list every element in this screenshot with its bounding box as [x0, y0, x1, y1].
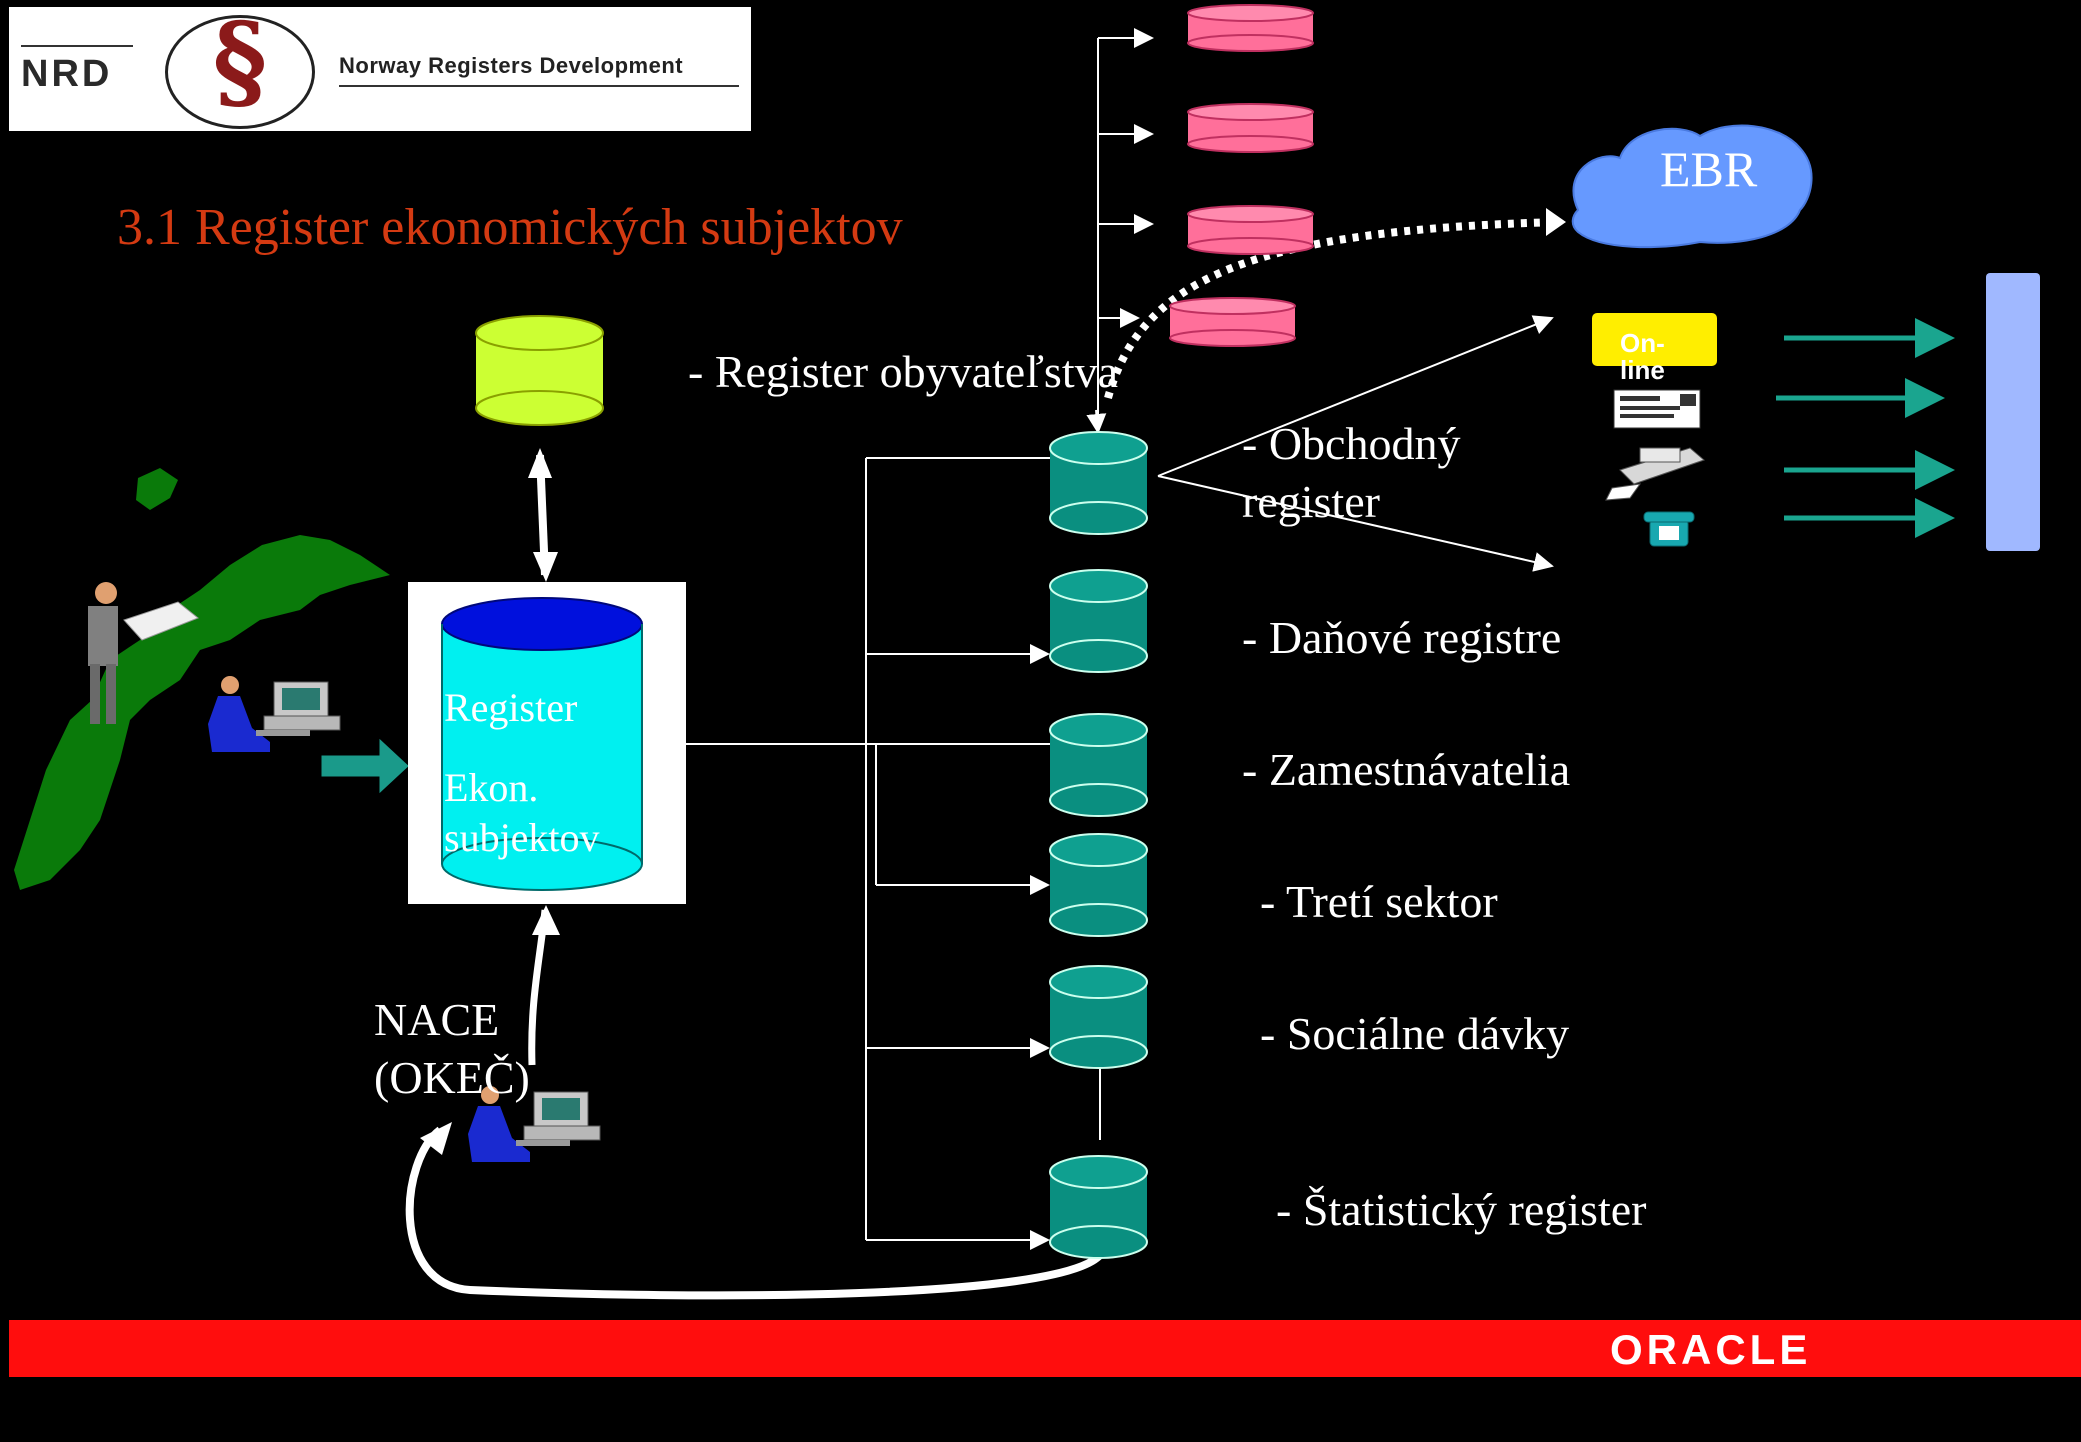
operator-computer-icon	[208, 676, 341, 752]
register-db-zamestnavatelia	[1049, 713, 1148, 817]
register-label-zamestnavatelia: - Zamestnávatelia	[1242, 744, 1571, 795]
logo-rule	[21, 45, 133, 47]
logo-name: Norway Registers Development	[339, 53, 684, 78]
logo-underline	[339, 85, 739, 87]
central-db-label-2: Ekon.	[444, 765, 539, 810]
pink-db	[1187, 4, 1314, 52]
online-badge	[1592, 313, 1717, 366]
input-arrow	[321, 738, 409, 794]
distribution-lines	[686, 28, 1554, 1250]
pink-db	[1187, 205, 1314, 255]
telephone-icon	[1643, 511, 1695, 547]
central-register-frame	[408, 582, 686, 904]
register-db-statisticky	[1049, 1155, 1148, 1259]
register-db-danove	[1049, 569, 1148, 673]
central-register-db	[441, 597, 643, 891]
intake-bar	[1986, 273, 2040, 551]
nrd-logo: NRD § Norway Registers Development	[9, 7, 751, 131]
pink-db	[1187, 103, 1314, 153]
population-register-label: - Register obyvateľstva	[688, 346, 1119, 397]
norway-map	[14, 468, 390, 890]
footer-banner	[9, 1320, 2081, 1377]
nace-label-2: (OKEČ)	[374, 1052, 530, 1103]
businessman-icon	[88, 582, 199, 724]
pink-db	[1169, 297, 1296, 347]
central-db-label-1: Register	[444, 685, 578, 730]
population-register-db	[475, 315, 604, 426]
pink-db-stack	[1169, 4, 1314, 347]
register-db-socialne	[1049, 965, 1148, 1069]
ebr-cloud	[1571, 124, 1813, 249]
register-label-statisticky: - Štatistický register	[1276, 1184, 1647, 1235]
oracle-logo: ORACLE	[1610, 1326, 1812, 1373]
printer-icon	[1605, 447, 1705, 501]
logo-seal-ring	[165, 15, 315, 129]
register-label-obchodny-2: register	[1242, 476, 1380, 527]
nace-label-1: NACE	[374, 994, 500, 1045]
register-label-obchodny: - Obchodný	[1242, 418, 1461, 469]
teal-db-column	[1049, 431, 1148, 1259]
ebr-label: EBR	[1660, 141, 1758, 197]
register-db-obchodny	[1049, 431, 1148, 535]
register-db-treti-sektor	[1049, 833, 1148, 937]
online-label: On-line	[1620, 328, 1665, 386]
central-db-label-3: subjektov	[444, 815, 600, 860]
ebr-link	[1104, 218, 1561, 400]
register-label-socialne: - Sociálne dávky	[1260, 1008, 1570, 1059]
slide-title: 3.1 Register ekonomických subjektov	[117, 199, 903, 256]
paragraph-seal-icon: §	[212, 0, 268, 122]
feedback-arrow	[405, 1126, 1103, 1300]
register-label-danove: - Daňové registre	[1242, 612, 1562, 663]
channel-arrows	[1776, 318, 1955, 538]
logo-abbr: NRD	[21, 53, 113, 95]
form-icon	[1613, 389, 1701, 429]
operator-computer-icon	[468, 1086, 601, 1162]
register-label-treti-sektor: - Tretí sektor	[1260, 876, 1498, 927]
